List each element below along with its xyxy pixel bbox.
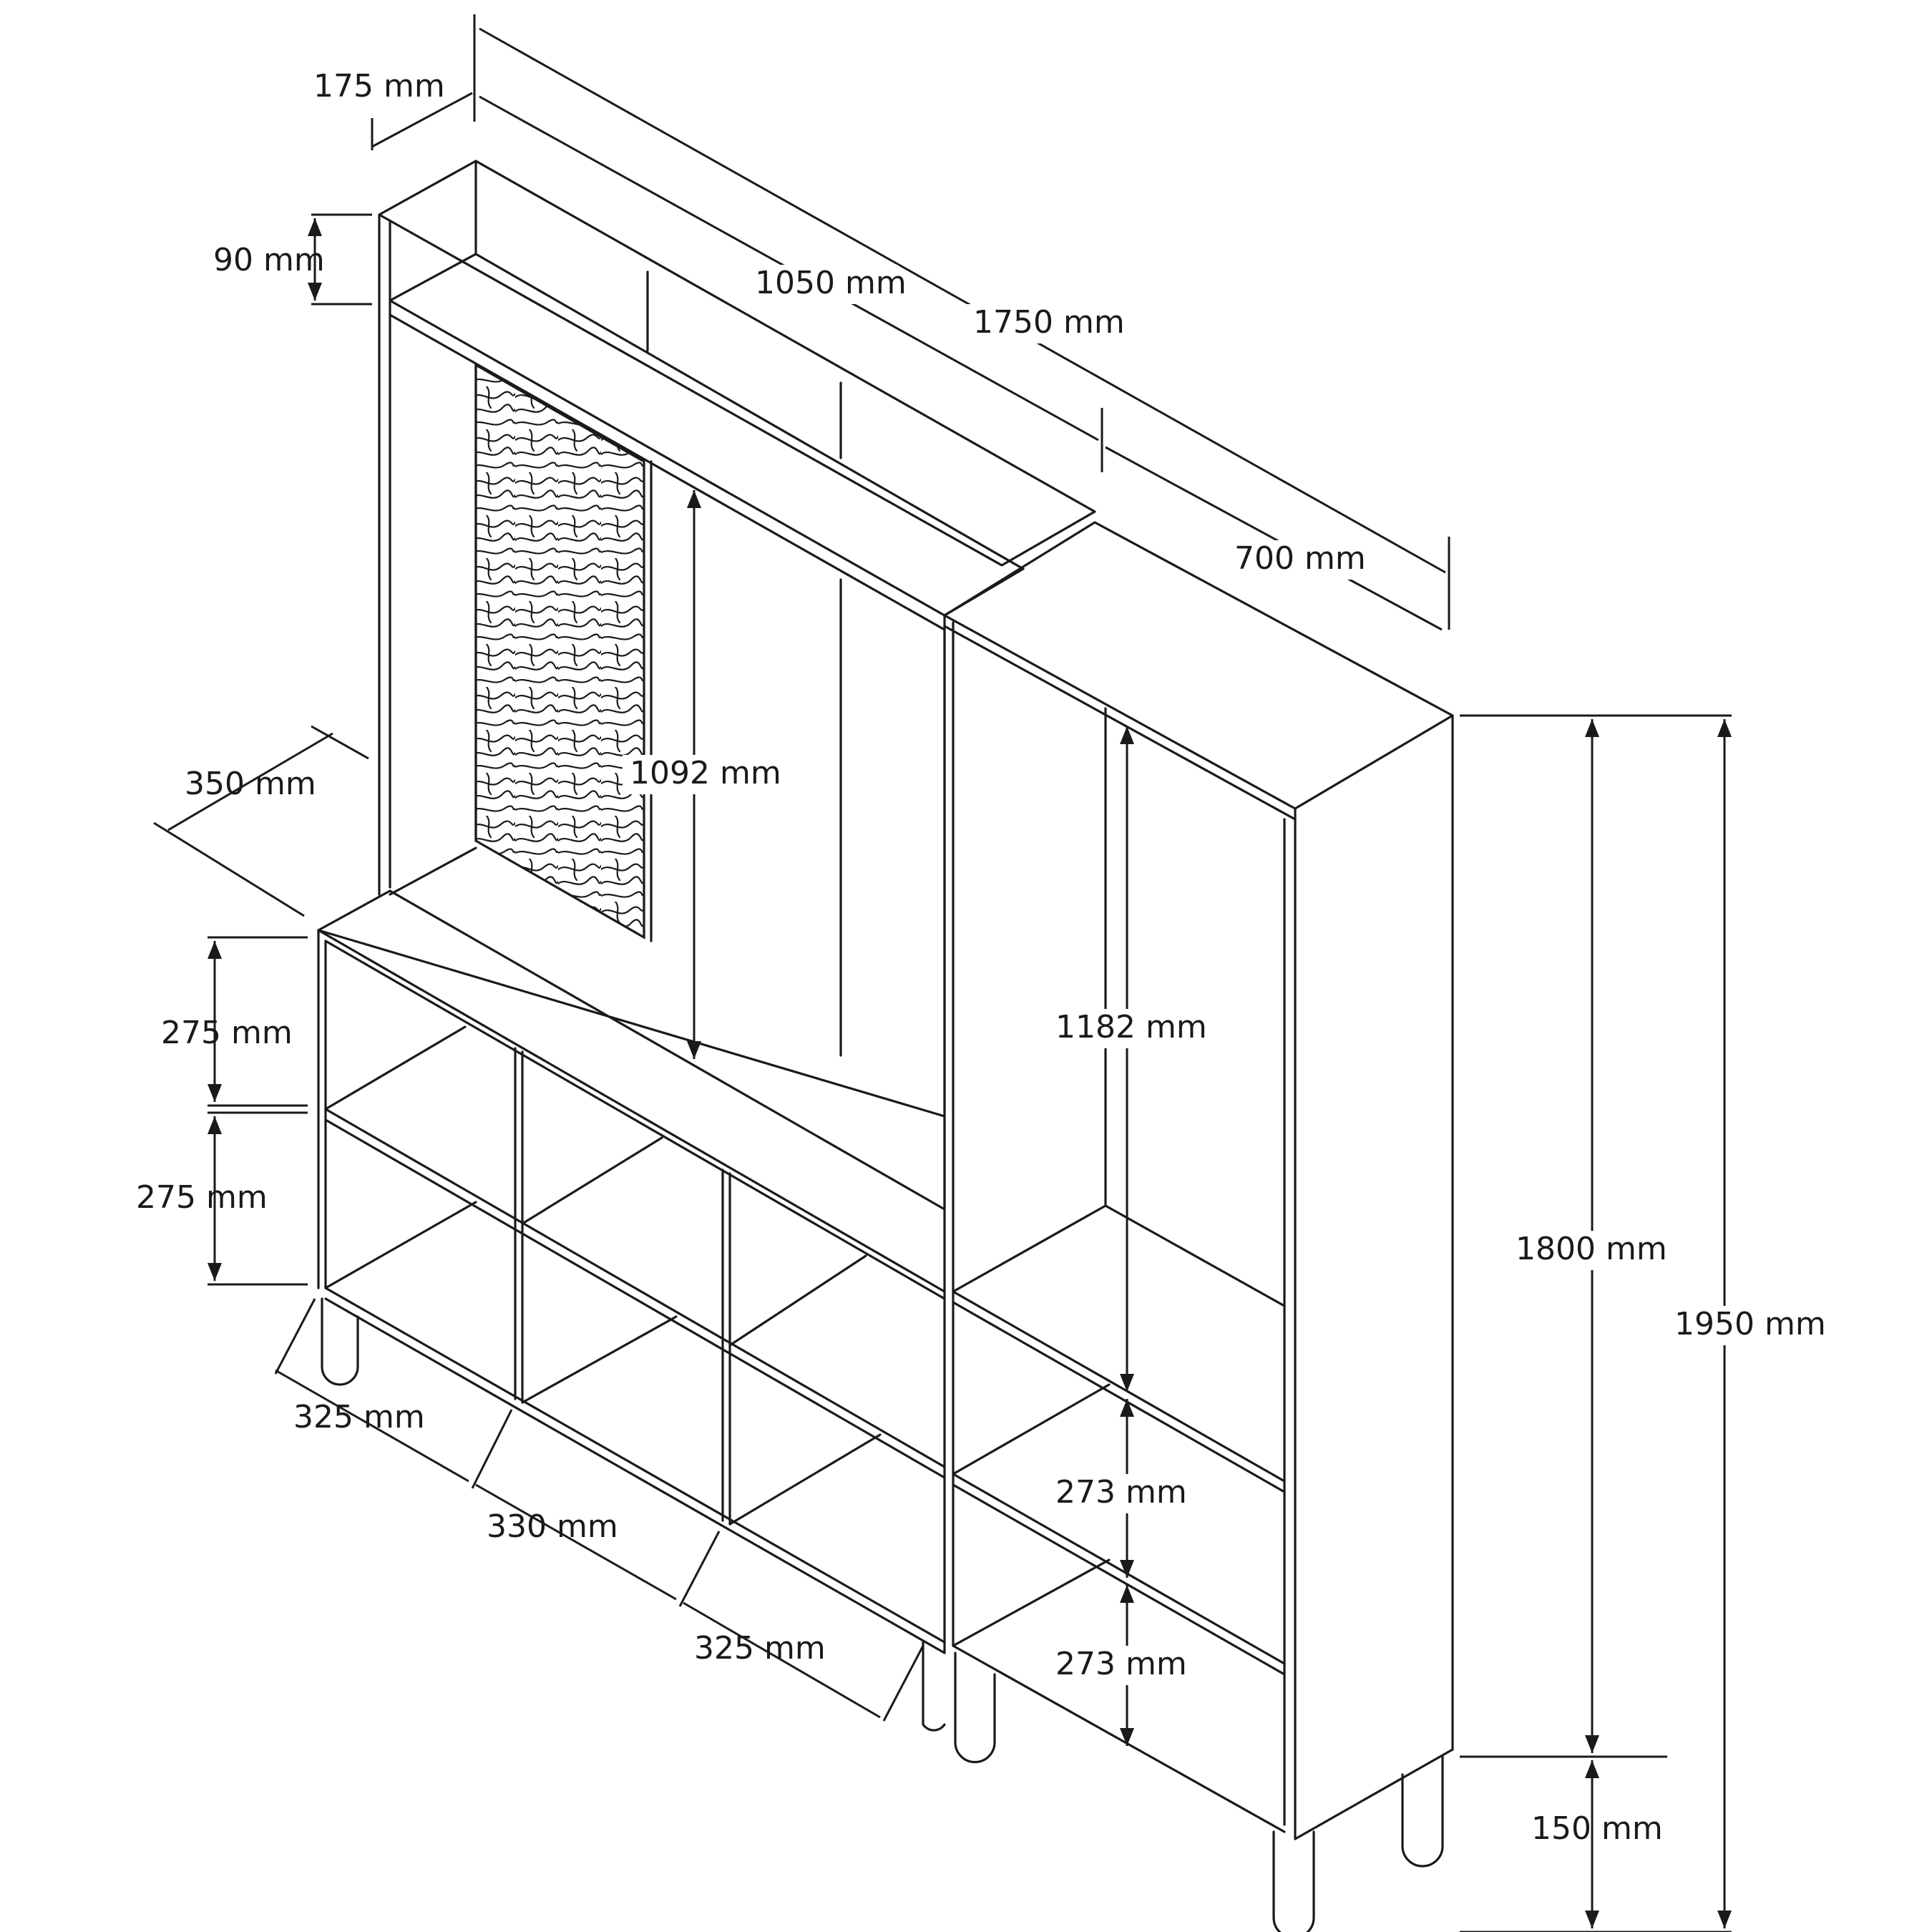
label-325-right: 325 mm [694, 1630, 826, 1667]
leg-front-mid [922, 1641, 946, 1732]
leg-tall-front-left [954, 1652, 996, 1764]
cube-base-unit [317, 889, 946, 1732]
cabinet-structure [317, 160, 1454, 1932]
leg-front-left [321, 1297, 359, 1386]
label-150: 150 mm [1531, 1810, 1663, 1847]
label-90: 90 mm [213, 242, 325, 278]
base-top [317, 889, 946, 1211]
leg-tall-back-right [1401, 1755, 1444, 1868]
label-1950: 1950 mm [1674, 1306, 1826, 1342]
label-700: 700 mm [1234, 540, 1366, 577]
marble-back-panel [474, 363, 645, 940]
hutch-top-cap [378, 160, 1096, 567]
label-350: 350 mm [185, 766, 316, 802]
label-325-left: 325 mm [293, 1399, 425, 1435]
label-1050: 1050 mm [755, 265, 907, 301]
label-1800: 1800 mm [1516, 1231, 1667, 1267]
label-273-lower: 273 mm [1055, 1646, 1187, 1682]
label-1750: 1750 mm [973, 304, 1125, 341]
dimension-labels: 175 mm 90 mm 1050 mm 1750 mm 700 mm 350 … [136, 68, 1835, 1847]
hutch-upper-shelf [389, 253, 1025, 617]
label-1182: 1182 mm [1055, 1009, 1207, 1045]
tall-cabinet-unit [943, 521, 1454, 1932]
label-330: 330 mm [487, 1508, 618, 1545]
leg-tall-front-right [1272, 1830, 1315, 1932]
label-273-upper: 273 mm [1055, 1474, 1187, 1511]
label-275-upper: 275 mm [161, 1015, 293, 1051]
label-1092: 1092 mm [630, 755, 781, 791]
label-275-lower: 275 mm [136, 1179, 268, 1216]
label-175: 175 mm [313, 68, 445, 104]
